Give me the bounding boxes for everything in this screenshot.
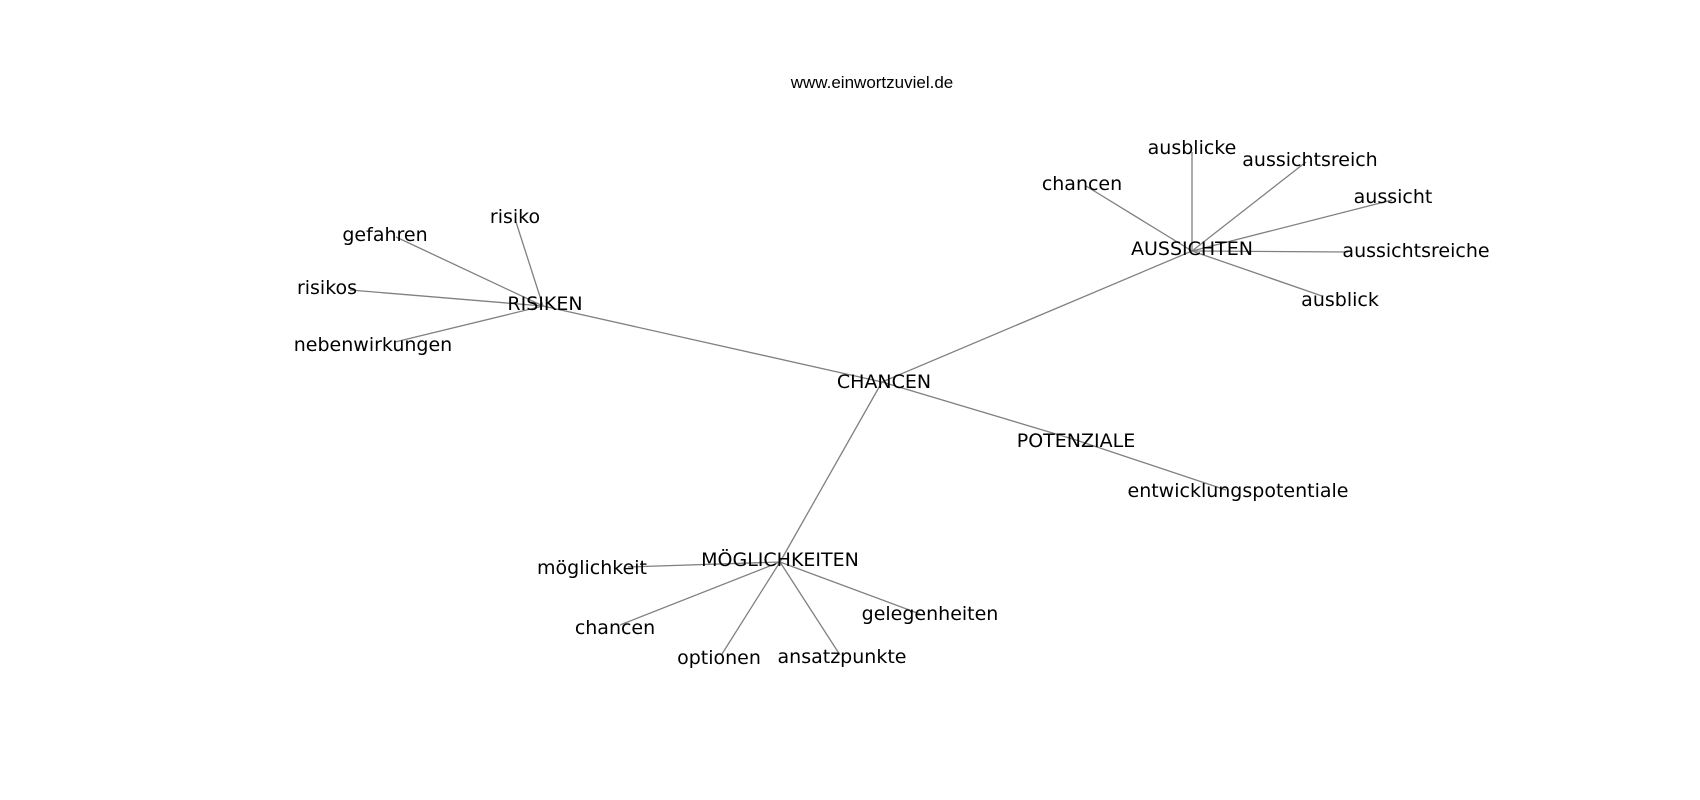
- node-group-risiken: RISIKEN: [507, 293, 582, 315]
- edge-risiken-nebenwirkungen: [394, 305, 544, 343]
- edge-root-aussichten: [881, 250, 1193, 383]
- edge-root-risiken: [542, 305, 883, 383]
- node-leaf-aussichten-ausblicke: ausblicke: [1148, 137, 1237, 159]
- node-leaf-moeglichkeiten-ansatzpunkte: ansatzpunkte: [778, 646, 907, 668]
- edge-aussichten-aussichtsreich: [1191, 161, 1307, 252]
- node-leaf-risiken-nebenwirkungen: nebenwirkungen: [294, 334, 452, 356]
- edge-aussichten-aussicht: [1191, 199, 1393, 252]
- edge-moeglichkeiten-gelegenheiten: [779, 561, 921, 615]
- node-leaf-potenziale-entwicklungspotentiale: entwicklungspotentiale: [1128, 480, 1349, 502]
- node-leaf-aussichten-aussichtsreiche: aussichtsreiche: [1342, 240, 1489, 262]
- node-group-potenziale: POTENZIALE: [1017, 430, 1135, 452]
- node-leaf-moeglichkeiten-chancen: chancen: [575, 617, 655, 639]
- node-leaf-aussichten-aussichtsreich: aussichtsreich: [1242, 149, 1377, 171]
- node-leaf-risiken-risikos: risikos: [297, 277, 357, 299]
- edge-moeglichkeiten-chancen: [619, 561, 781, 626]
- node-leaf-risiken-risiko: risiko: [490, 206, 540, 228]
- node-leaf-aussichten-chancen: chancen: [1042, 173, 1122, 195]
- edge-moeglichkeiten-optionen: [721, 561, 781, 655]
- edge-aussichten-aussichtsreiche: [1191, 250, 1349, 253]
- edge-moeglichkeiten-ansatzpunkte: [779, 561, 841, 656]
- node-leaf-moeglichkeiten-optionen: optionen: [677, 647, 761, 669]
- edge-aussichten-ausblick: [1191, 250, 1323, 297]
- edge-aussichten-chancen: [1085, 185, 1193, 252]
- edge-risiken-risiko: [515, 221, 544, 307]
- edge-risiken-risikos: [349, 289, 544, 307]
- edge-root-potenziale: [881, 381, 1077, 441]
- edge-potenziale-entwicklungspotentiale: [1075, 439, 1227, 491]
- node-leaf-risiken-gefahren: gefahren: [342, 224, 427, 246]
- edge-risiken-gefahren: [395, 236, 544, 307]
- site-caption: www.einwortzuviel.de: [790, 73, 954, 92]
- node-group-moeglichkeiten: MÖGLICHKEITEN: [701, 548, 859, 571]
- edge-root-moeglichkeiten: [779, 381, 883, 563]
- node-leaf-moeglichkeiten-gelegenheiten: gelegenheiten: [862, 603, 999, 625]
- edge-moeglichkeiten-moeglichkeit: [627, 561, 781, 568]
- node-group-aussichten: AUSSICHTEN: [1131, 238, 1253, 260]
- labels-layer: CHANCEN RISIKEN risiko gefahren risikos neben…: [294, 137, 1490, 669]
- node-leaf-moeglichkeiten-moeglichkeit: möglichkeit: [537, 557, 647, 579]
- node-root-chancen: CHANCEN: [837, 371, 931, 393]
- node-leaf-aussichten-aussicht: aussicht: [1354, 186, 1433, 208]
- edges-layer: [349, 152, 1393, 656]
- node-leaf-aussichten-ausblick: ausblick: [1301, 289, 1379, 311]
